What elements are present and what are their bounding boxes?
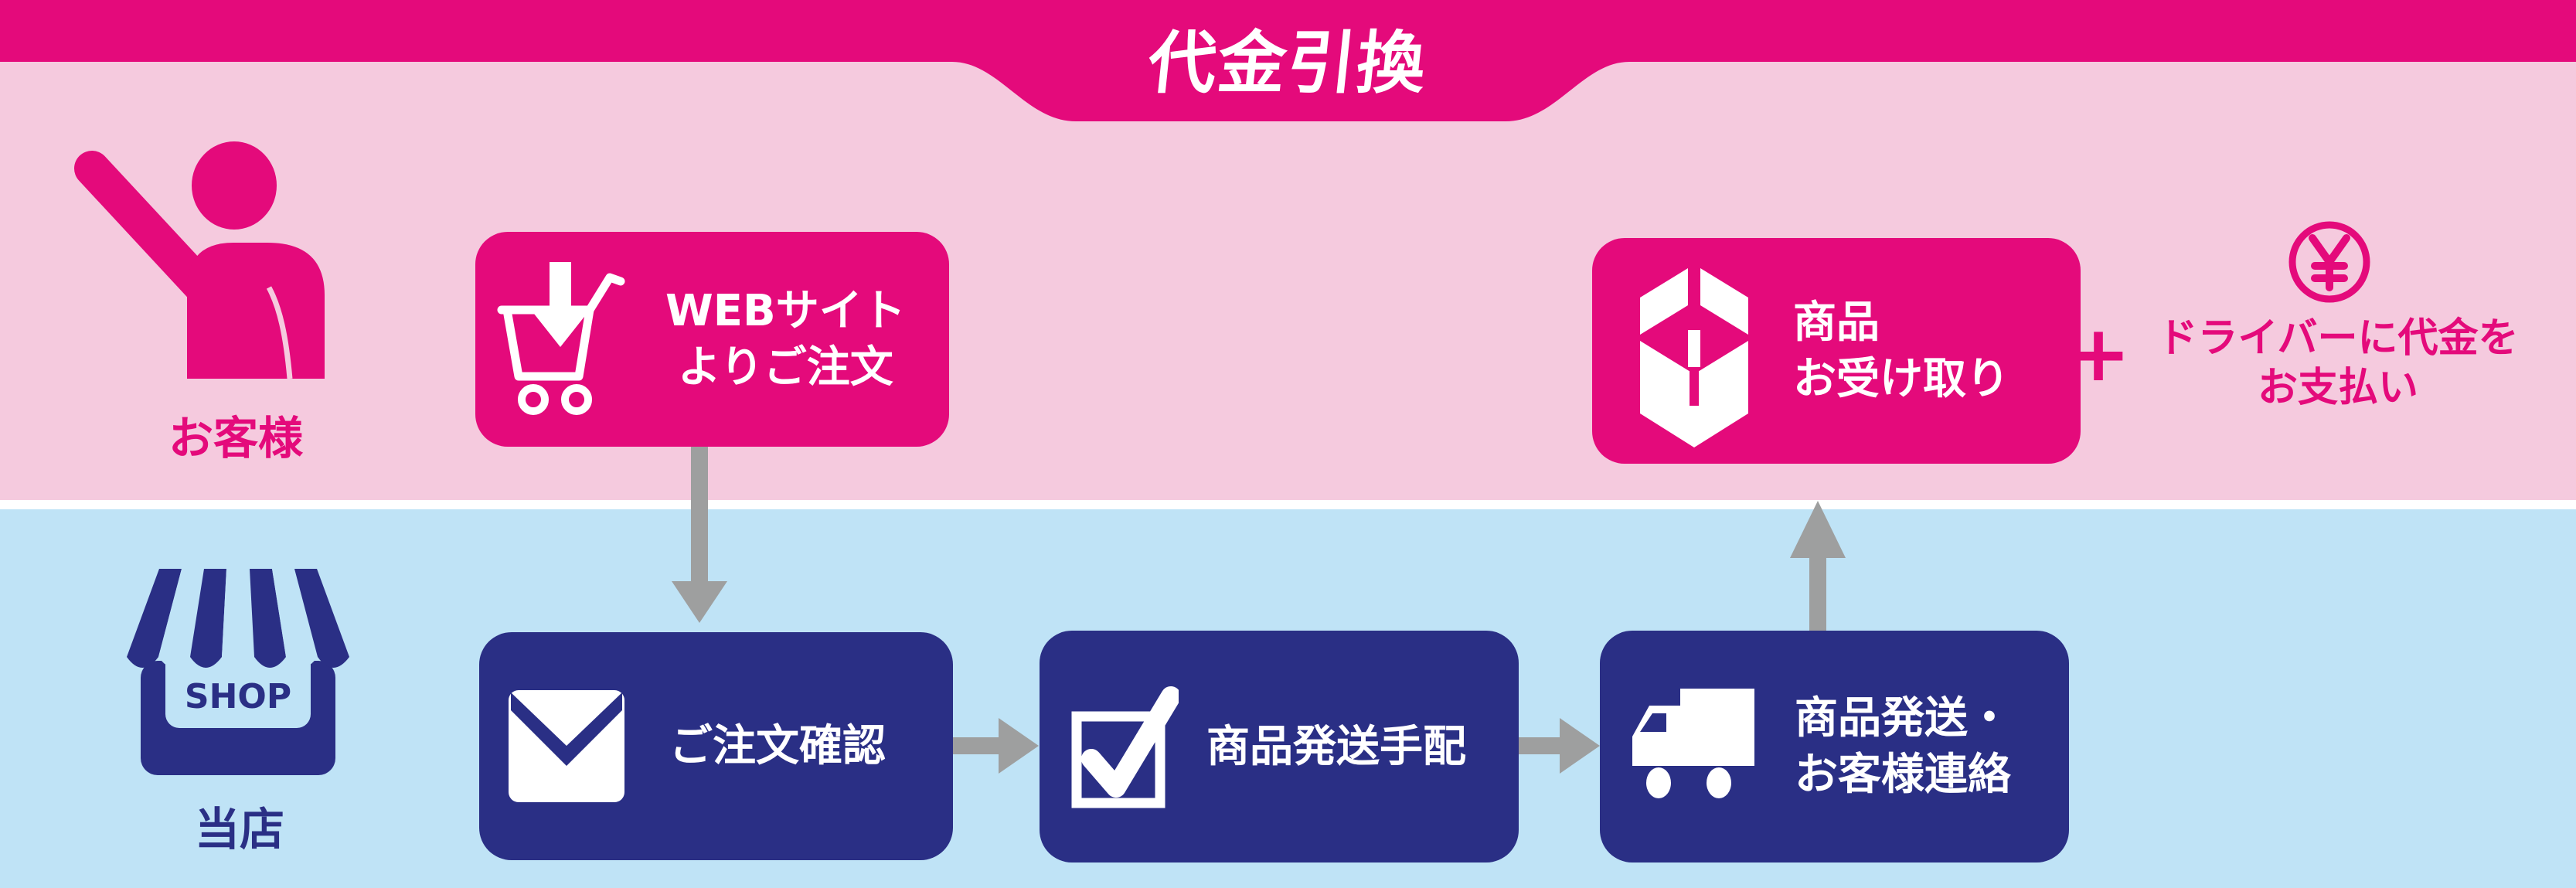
step-order-confirm: ご注文確認 [479,632,953,860]
customer-label: お客様 [168,412,303,464]
shop-label: 当店 [194,803,284,856]
step-ship-contact-label: 商品発送・ お客様連絡 [1795,693,2011,800]
step-web-order: WEBサイト よりご注文 [475,232,949,447]
page-title: 代金引換 [1144,23,1431,103]
payment-note: ドライバーに代金を お支払い [2157,315,2519,411]
checkbox-icon [1071,686,1179,808]
arrow-right-icon [935,718,1039,774]
title-banner [0,0,2576,121]
step-web-order-label: WEBサイト よりご注文 [665,286,906,393]
arrow-down-icon [672,442,727,623]
step-order-confirm-label: ご注文確認 [669,721,886,771]
package-icon [1640,268,1748,447]
lane-divider [0,500,2576,509]
envelope-icon [509,690,624,802]
cart-download-icon [497,261,625,415]
truck-icon [1632,689,1754,798]
arrow-right-icon [1496,718,1600,774]
customer-person-icon [74,141,325,379]
step-receive-label: 商品 お受け取り [1793,298,2009,404]
arrow-up-icon [1790,501,1846,631]
step-shipping-arrange: 商品発送手配 [1040,631,1519,862]
step-receive: 商品 お受け取り [1592,238,2081,464]
step-ship-contact: 商品発送・ お客様連絡 [1600,631,2069,862]
shop-sign-text: SHOP [185,677,291,716]
step-shipping-arrange-label: 商品発送手配 [1206,721,1466,772]
shop-store-icon: SHOP [127,569,349,775]
yen-coin-icon [2288,221,2370,303]
plus-icon: + [2066,308,2131,399]
